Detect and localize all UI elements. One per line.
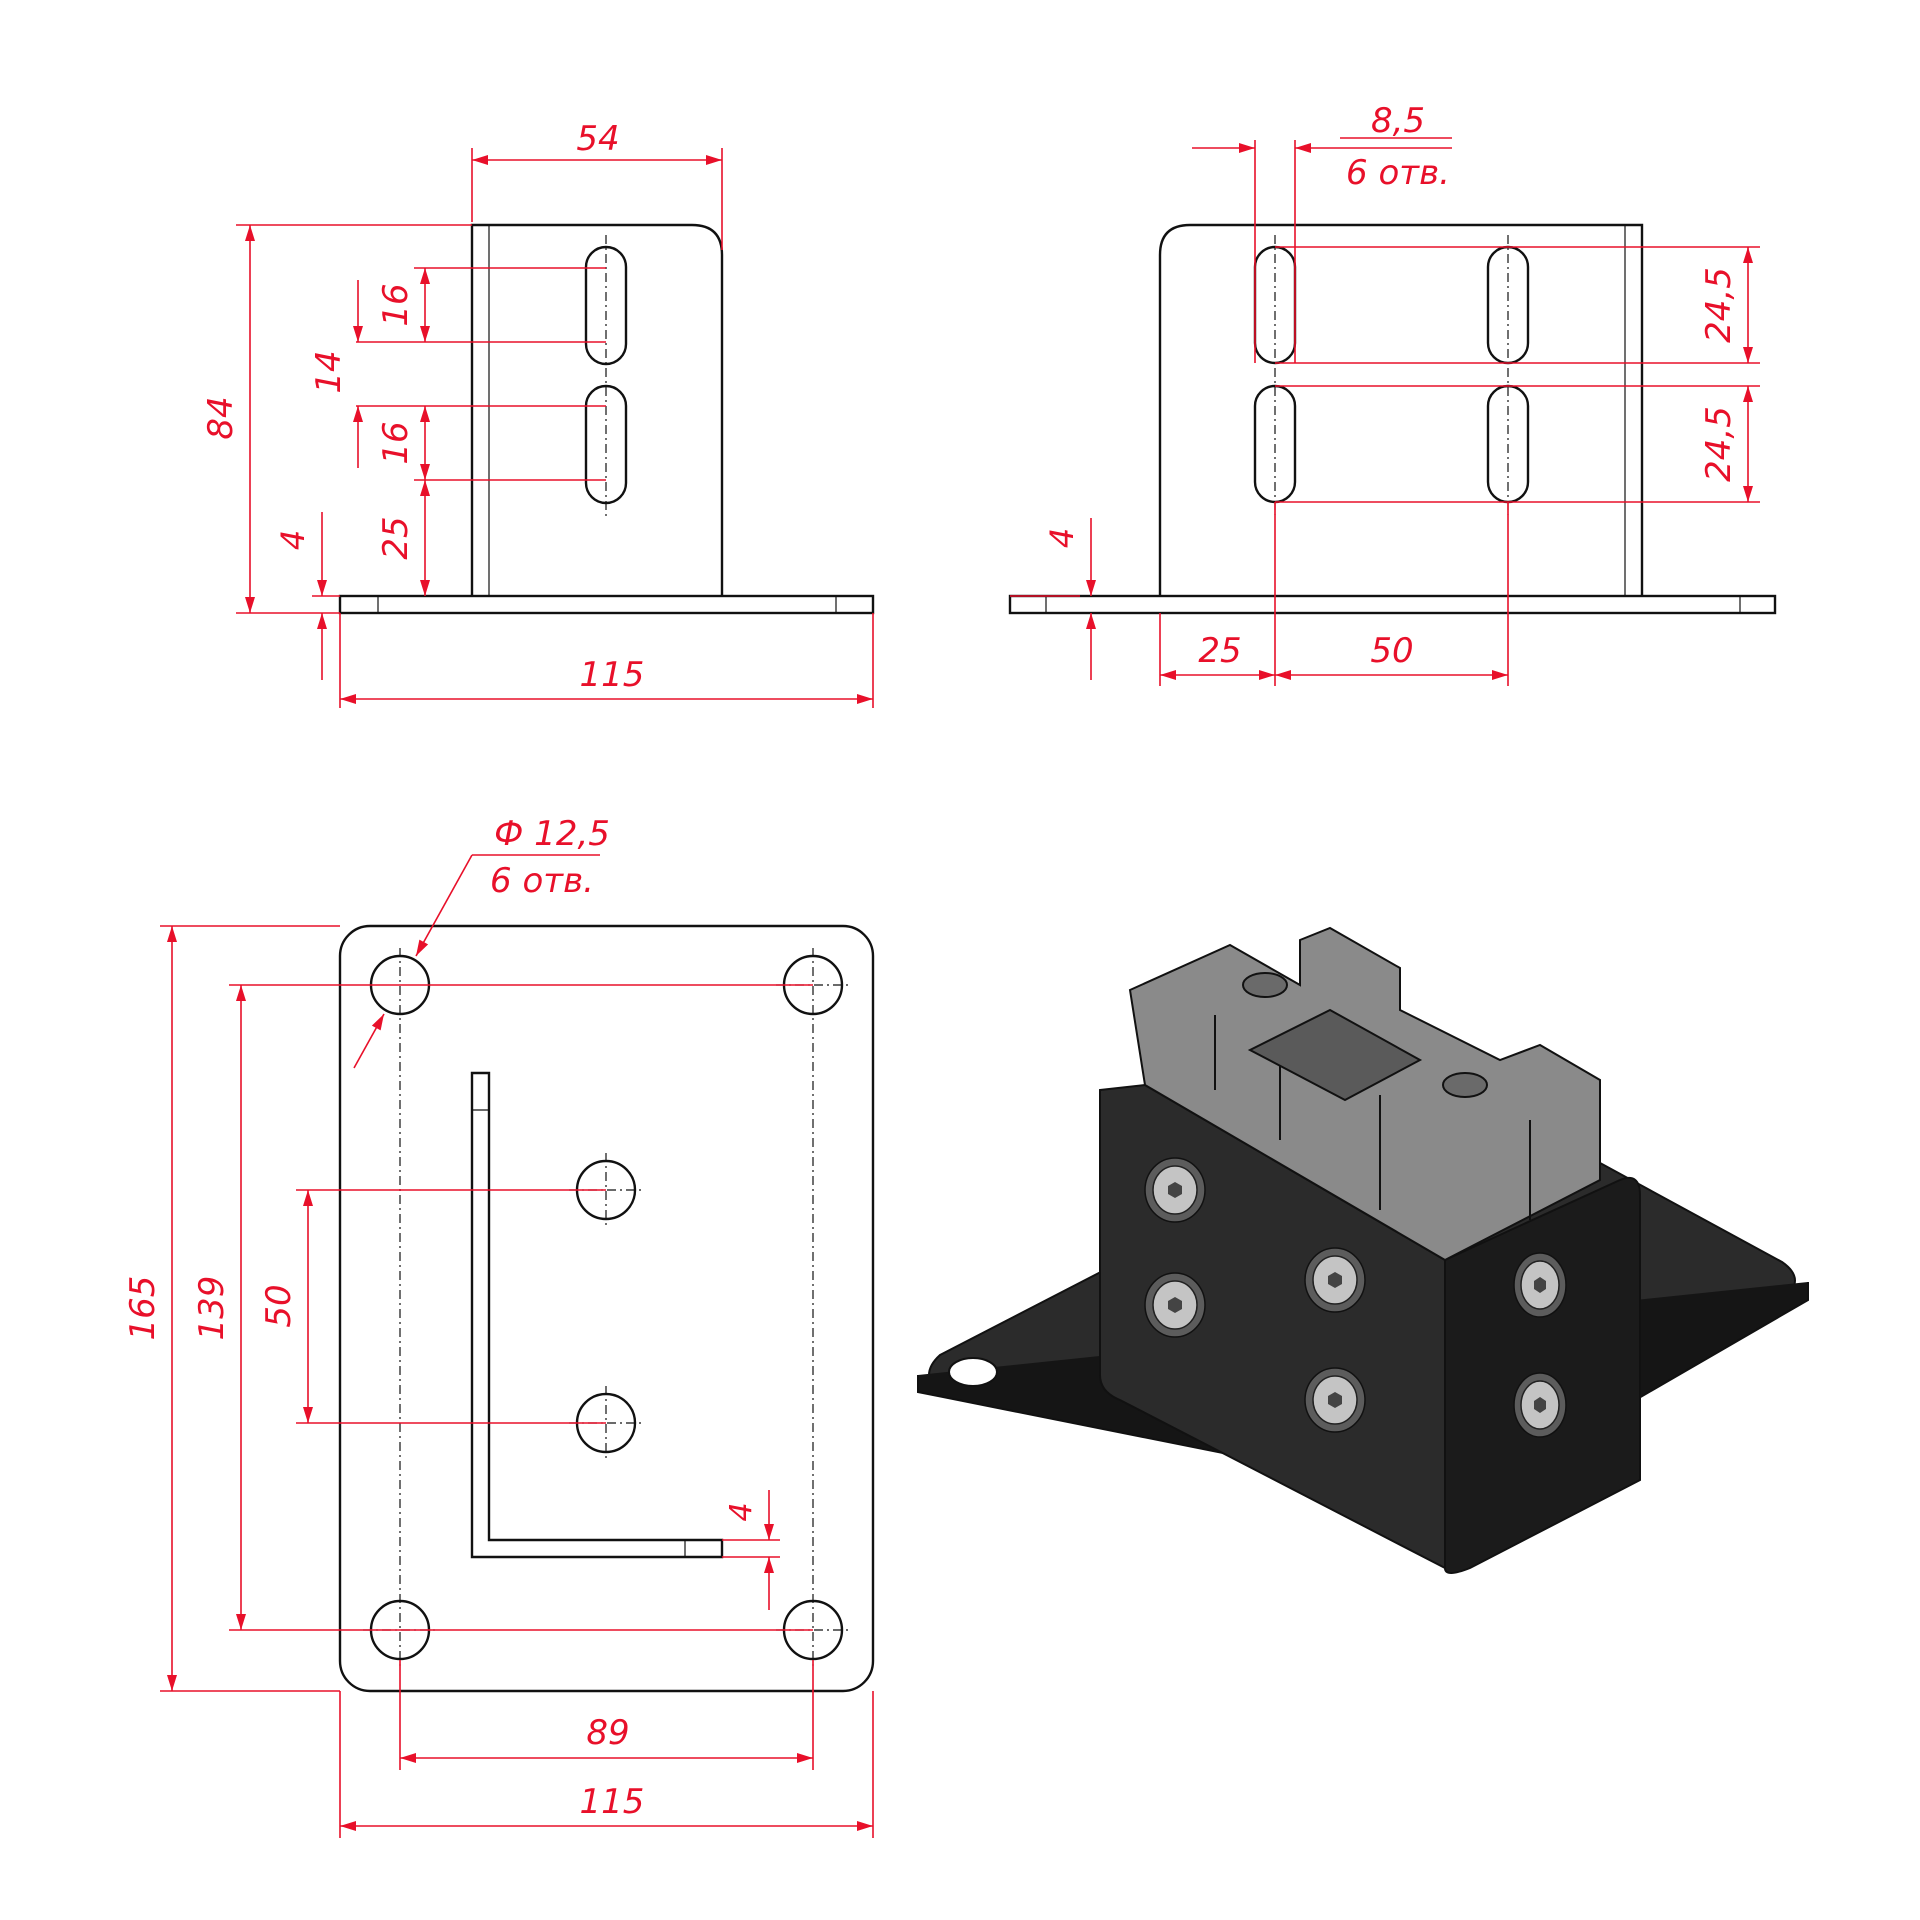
- side-upright: [1158, 223, 1644, 596]
- dim-front-bottom-offset: 25: [376, 480, 430, 596]
- dim-front-plate-thickness: 4: [274, 512, 340, 680]
- dim-top-overall-width: 115: [339, 1691, 874, 1838]
- dim-front-slot-gap-label: 14: [309, 350, 349, 393]
- dim-front-width-label: 54: [576, 119, 619, 159]
- iso-bolt: [1513, 1252, 1567, 1318]
- dim-front-slot-lower-label: 16: [376, 421, 416, 464]
- top-base-plate: [338, 924, 875, 1693]
- dim-top-wall-thickness-label: 4: [724, 1502, 759, 1521]
- dim-front-base-width-label: 115: [580, 655, 645, 695]
- dim-front-height: 84: [201, 224, 472, 614]
- dim-side-slot-count-label: 6 отв.: [1346, 153, 1450, 193]
- dim-side-edge-offset-label: 25: [1198, 631, 1241, 671]
- iso-profile-core: [1442, 1072, 1488, 1098]
- dim-top-hole-spacing-length-label: 139: [192, 1276, 232, 1341]
- dim-side-pitch-upper: 24,5: [1275, 246, 1760, 364]
- dim-side-pitch-lower-label: 24,5: [1699, 406, 1739, 482]
- dim-top-slot-spacing: 50: [259, 1189, 606, 1424]
- front-upright: [470, 223, 724, 596]
- dim-front-bottom-offset-label: 25: [376, 516, 416, 559]
- dim-top-hole-diameter-label: Ф 12,5: [494, 814, 610, 854]
- top-upright-section: [470, 1071, 724, 1559]
- iso-profile-core: [1242, 972, 1288, 998]
- isometric-view: [917, 926, 1809, 1574]
- dim-front-slot-upper: 16: [356, 267, 606, 343]
- dim-top-hole-count-label: 6 отв.: [490, 861, 594, 901]
- iso-bolt: [1513, 1372, 1567, 1438]
- dim-top-hole-spacing-length: 139: [192, 984, 813, 1631]
- dim-top-overall-width-label: 115: [580, 1782, 645, 1822]
- dim-side-pitch-upper-label: 24,5: [1699, 267, 1739, 343]
- dim-front-slot-lower: 16: [376, 406, 606, 481]
- dim-front-slot-upper-label: 16: [376, 283, 416, 326]
- side-base-plate: [1008, 594, 1777, 615]
- front-view: 54 84 16 14: [201, 119, 875, 708]
- dim-side-slot-width-label: 8,5: [1371, 101, 1425, 141]
- dim-side-slot-width: 8,5 6 отв.: [1192, 101, 1452, 363]
- iso-bolt: [1144, 1272, 1206, 1338]
- dim-front-width: 54: [471, 119, 723, 250]
- side-view: 8,5 6 отв. 24,5 24,5 4: [1008, 101, 1777, 686]
- front-base-plate: [338, 594, 875, 615]
- dim-top-overall-length-label: 165: [123, 1276, 163, 1341]
- dim-side-plate-thickness: 4: [1010, 518, 1096, 680]
- dim-side-pitch-lower: 24,5: [1275, 385, 1760, 503]
- dim-front-slot-gap: 14: [309, 280, 606, 468]
- dim-top-hole-diameter: Ф 12,5 6 отв.: [353, 814, 610, 1069]
- dim-side-plate-thickness-label: 4: [1043, 528, 1081, 548]
- dim-top-hole-spacing-width-label: 89: [586, 1713, 629, 1753]
- iso-bolt: [1144, 1157, 1206, 1223]
- dim-front-plate-thickness-label: 4: [274, 530, 312, 550]
- dim-side-edge-offset: 25 50: [1159, 502, 1509, 686]
- dim-top-overall-length: 165: [123, 925, 340, 1692]
- dim-top-hole-spacing-width: 89: [399, 1660, 814, 1770]
- dim-top-slot-spacing-label: 50: [259, 1284, 299, 1327]
- iso-profile-channel: [1247, 1008, 1423, 1102]
- top-view: Ф 12,5 6 отв. 165 139 50: [123, 814, 875, 1838]
- dim-top-wall-thickness: 4: [722, 1490, 780, 1610]
- iso-bolts: [1144, 1157, 1567, 1438]
- iso-bolt: [1304, 1367, 1366, 1433]
- iso-profile-block: [1128, 926, 1601, 1262]
- dim-side-slot-spacing-label: 50: [1370, 631, 1413, 671]
- iso-bolt: [1304, 1247, 1366, 1313]
- iso-plate-hole: [948, 1357, 998, 1387]
- dim-front-base-width: 115: [339, 613, 874, 708]
- dim-front-height-label: 84: [201, 396, 241, 439]
